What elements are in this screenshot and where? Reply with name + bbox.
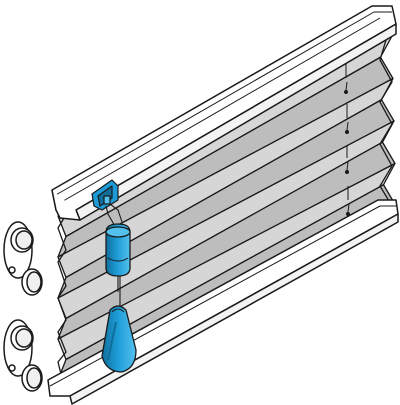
cord-weight-icon <box>105 223 131 277</box>
fabric-right-edge <box>379 39 393 207</box>
handle-grip-icon <box>101 305 137 373</box>
pull-cord <box>105 203 123 306</box>
top-head-rail <box>51 5 397 221</box>
mounting-bracket-upper <box>3 221 43 296</box>
mounting-bracket-lower <box>3 319 43 392</box>
guide-cords <box>344 64 350 216</box>
fabric-left-edge <box>57 217 67 379</box>
clip-icon <box>91 179 119 211</box>
